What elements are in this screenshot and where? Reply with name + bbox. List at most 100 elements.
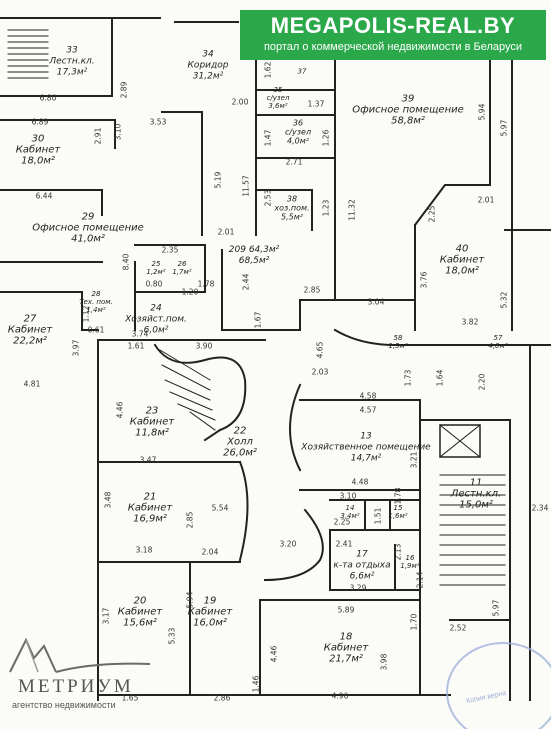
dimension-label: 2.01 (217, 227, 235, 237)
dimension-label: 1.51 (373, 507, 383, 525)
dimension-label: 2.01 (477, 195, 495, 205)
banner-subtitle: портал о коммерческой недвижимости в Бел… (263, 41, 523, 53)
dimension-label: 0.80 (145, 279, 163, 289)
dimension-label: 3.97 (71, 339, 81, 357)
dimension-label: 0.61 (87, 325, 105, 335)
dimension-label: 2.86 (213, 693, 231, 703)
dimension-label: 4.58 (359, 391, 377, 401)
dimension-label: 1.46 (251, 675, 261, 693)
dimension-label: 3.20 (279, 539, 297, 549)
dimension-label: 3.90 (195, 341, 213, 351)
dimension-label: 2.34 (531, 503, 549, 513)
dimension-label: 3.29 (349, 583, 367, 593)
dimension-label: 2.89 (119, 81, 129, 99)
dimension-label: 4.48 (351, 477, 369, 487)
dimension-label: 3.10 (339, 491, 357, 501)
banner-title: MEGAPOLIS-REAL.BY (270, 13, 516, 38)
dimension-label: 2.53 (263, 189, 273, 207)
dimension-label: 2.04 (201, 547, 219, 557)
dimension-label: 3.82 (461, 317, 479, 327)
dimension-label: 3.47 (139, 455, 157, 465)
dimension-label: 5.94 (185, 591, 195, 609)
dimension-label: 1.26 (321, 129, 331, 147)
dimension-label: 2.71 (285, 157, 303, 167)
dimension-label: 5.19 (213, 171, 223, 189)
dimension-label: 1.37 (307, 99, 325, 109)
dimension-label: 1.78 (197, 279, 215, 289)
dimension-label: 1.47 (263, 129, 273, 147)
dimension-label: 4.81 (23, 379, 41, 389)
dimension-label: 2.00 (231, 97, 249, 107)
dimension-label: 8.40 (121, 253, 131, 271)
dimension-label: 2.91 (93, 127, 103, 145)
dimension-label: 4.57 (359, 405, 377, 415)
agency-logo: МЕТРИУМ агентство недвижимости (4, 632, 154, 712)
certification-stamp: Копия верна (446, 642, 551, 729)
dimension-label: 3.17 (101, 607, 111, 625)
room-37-label: 37 (297, 67, 307, 76)
dimension-label: 5.33 (167, 627, 177, 645)
dimension-label: 4.46 (115, 401, 125, 419)
dimension-label: 1.62 (263, 61, 273, 79)
dimension-label: 1.65 (121, 693, 139, 703)
dimension-label: 1.73 (403, 369, 413, 387)
dimension-label: 3.53 (149, 117, 167, 127)
dimension-label: 1.64 (435, 369, 445, 387)
dimension-label: 2.85 (303, 285, 321, 295)
dimension-label: 1.70 (409, 613, 419, 631)
dimension-label: 2.03 (311, 367, 329, 377)
dimension-label: 11.32 (347, 199, 357, 221)
dimension-label: 2.44 (241, 273, 251, 291)
dimension-label: 2.25 (427, 205, 437, 223)
dimension-label: 2.14 (415, 571, 425, 589)
dimension-label: 3.18 (135, 545, 153, 555)
dimension-label: 2.85 (185, 511, 195, 529)
dimension-label: 2.35 (161, 245, 179, 255)
dimension-label: 3.76 (419, 271, 429, 289)
dimension-label: 3.21 (409, 451, 419, 469)
dimension-label: 3.48 (103, 491, 113, 509)
dimension-label: 6.80 (39, 93, 57, 103)
dimension-label: 5.97 (491, 599, 501, 617)
agency-logo-mark-icon (9, 637, 151, 673)
dimension-label: 1.20 (181, 287, 199, 297)
dimension-label: 5.97 (499, 119, 509, 137)
dimension-label: 5.54 (211, 503, 229, 513)
dimension-label: 4.46 (269, 645, 279, 663)
dimension-label: 2.41 (335, 539, 353, 549)
dimension-label: 6.89 (31, 117, 49, 127)
dimension-label: 6.44 (35, 191, 53, 201)
dimension-label: 1.12 (81, 305, 91, 323)
dimension-label: 5.32 (499, 291, 509, 309)
site-banner: MEGAPOLIS-REAL.BY портал о коммерческой … (240, 10, 546, 60)
dimension-label: 2.25 (333, 517, 351, 527)
stamp-text: Копия верна (465, 689, 507, 706)
dimension-label: 4.96 (331, 691, 349, 701)
dimension-label: 3.10 (113, 123, 123, 141)
